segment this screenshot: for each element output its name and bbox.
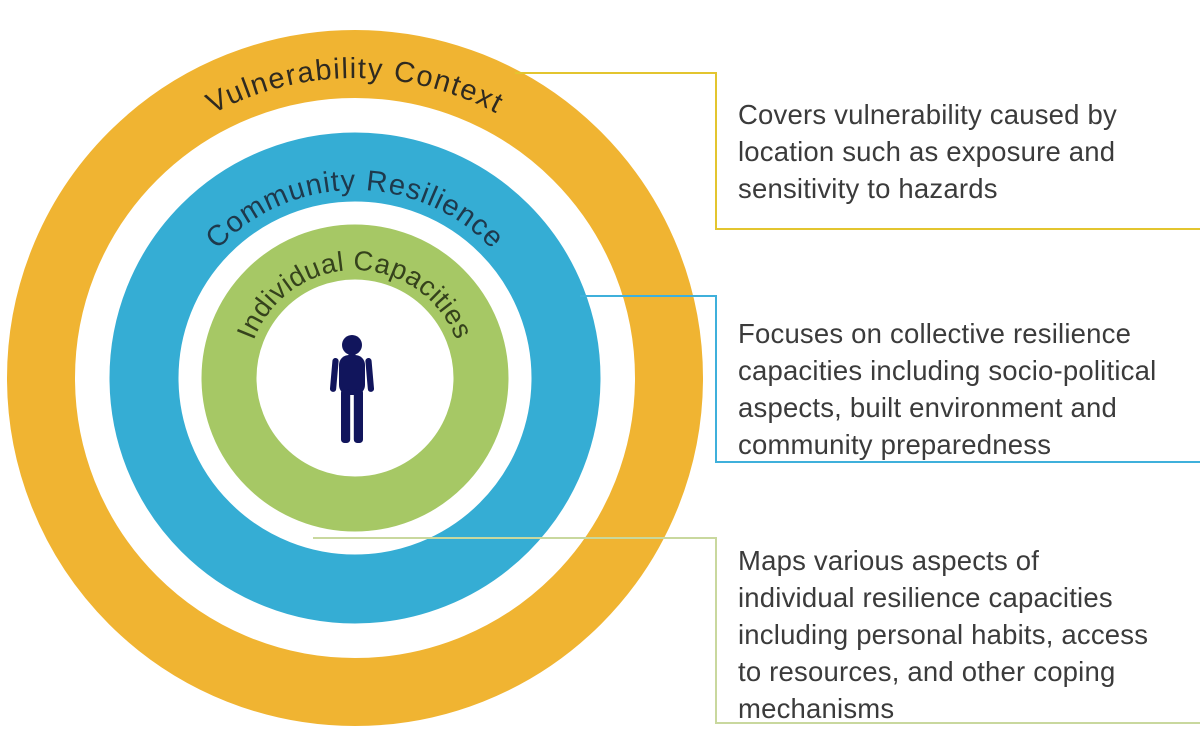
description-panel-individual: Maps various aspects of individual resil… xyxy=(738,542,1188,727)
community-resilience-ring xyxy=(109,132,601,624)
description-panel-vulnerability: Covers vulnerability caused by location … xyxy=(738,96,1188,207)
description-line: community preparedness xyxy=(738,429,1052,460)
description-line: including personal habits, access xyxy=(738,619,1149,650)
description-line: capacities including socio-political xyxy=(738,355,1157,386)
description-line: individual resilience capacities xyxy=(738,582,1113,613)
description-line: Covers vulnerability caused by xyxy=(738,99,1117,130)
description-panel-community: Focuses on collective resilience capacit… xyxy=(738,315,1188,463)
description-line: sensitivity to hazards xyxy=(738,173,998,204)
person-icon xyxy=(329,335,375,443)
connector-line-vulnerability xyxy=(515,72,1200,230)
vulnerability-context-ring xyxy=(7,30,703,726)
description-line: mechanisms xyxy=(738,693,895,724)
description-line: location such as exposure and xyxy=(738,136,1116,167)
description-line: Focuses on collective resilience xyxy=(738,318,1132,349)
connector-line-community xyxy=(580,295,1200,463)
connector-line-individual xyxy=(313,537,1200,724)
description-line: Maps various aspects of xyxy=(738,545,1040,576)
individual-capacities-ring xyxy=(201,224,509,532)
description-line: aspects, built environment and xyxy=(738,392,1117,423)
description-line: to resources, and other coping xyxy=(738,656,1116,687)
